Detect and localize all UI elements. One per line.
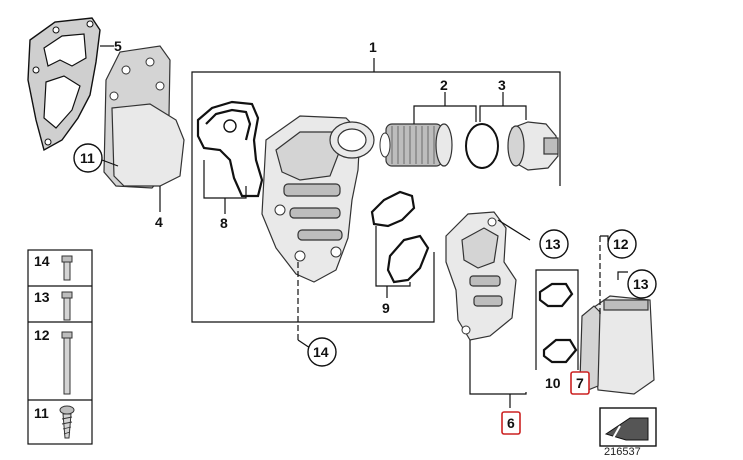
callout-1: 1 bbox=[369, 39, 377, 55]
callout-13-upper-circle: 13 bbox=[539, 229, 569, 259]
oil-cooler-7 bbox=[578, 235, 655, 395]
filter-housing bbox=[261, 115, 375, 349]
svg-text:7: 7 bbox=[576, 375, 584, 391]
callout-3: 3 bbox=[498, 77, 506, 93]
legend-number-11: 11 bbox=[34, 405, 49, 421]
svg-text:12: 12 bbox=[613, 236, 629, 252]
legend-number-13: 13 bbox=[34, 289, 50, 305]
legend-number-14: 14 bbox=[34, 253, 50, 269]
callout-10: 10 bbox=[545, 375, 561, 391]
filter-element-2 bbox=[379, 92, 499, 169]
cooler-bracket-6 bbox=[445, 211, 531, 408]
svg-text:11: 11 bbox=[80, 150, 95, 166]
gaskets-9 bbox=[370, 190, 430, 298]
callout-2: 2 bbox=[440, 77, 448, 93]
callout-6-box: 6 bbox=[501, 411, 521, 435]
screw-icon bbox=[59, 405, 75, 439]
reference-number: 216537 bbox=[604, 446, 641, 458]
svg-text:13: 13 bbox=[633, 276, 649, 292]
bolt-short-icon bbox=[61, 255, 73, 281]
gasket-8 bbox=[196, 100, 264, 214]
legend-number-12: 12 bbox=[34, 327, 50, 343]
callout-9: 9 bbox=[382, 300, 390, 316]
cover-4 bbox=[103, 45, 185, 212]
arrow-box-icon[interactable] bbox=[599, 407, 657, 447]
callout-11-circle: 11 bbox=[73, 143, 119, 173]
assembly-frame bbox=[191, 58, 561, 323]
callout-12-circle: 12 bbox=[607, 229, 637, 259]
gaskets-10 bbox=[535, 269, 579, 370]
bolt-medium-icon bbox=[61, 291, 73, 321]
callout-14-circle: 14 bbox=[307, 337, 337, 367]
callout-7-box: 7 bbox=[570, 371, 590, 395]
bolt-long-icon bbox=[61, 331, 73, 395]
fastener-legend: 14 13 12 11 bbox=[27, 249, 93, 445]
callout-13-right-circle: 13 bbox=[627, 269, 657, 299]
gasket-5 bbox=[27, 17, 114, 152]
svg-text:14: 14 bbox=[313, 344, 329, 360]
filter-cap-3 bbox=[479, 92, 559, 171]
callout-5: 5 bbox=[114, 38, 122, 54]
svg-text:13: 13 bbox=[545, 236, 561, 252]
callout-4: 4 bbox=[155, 214, 163, 230]
svg-text:6: 6 bbox=[507, 415, 515, 431]
callout-8: 8 bbox=[220, 215, 228, 231]
